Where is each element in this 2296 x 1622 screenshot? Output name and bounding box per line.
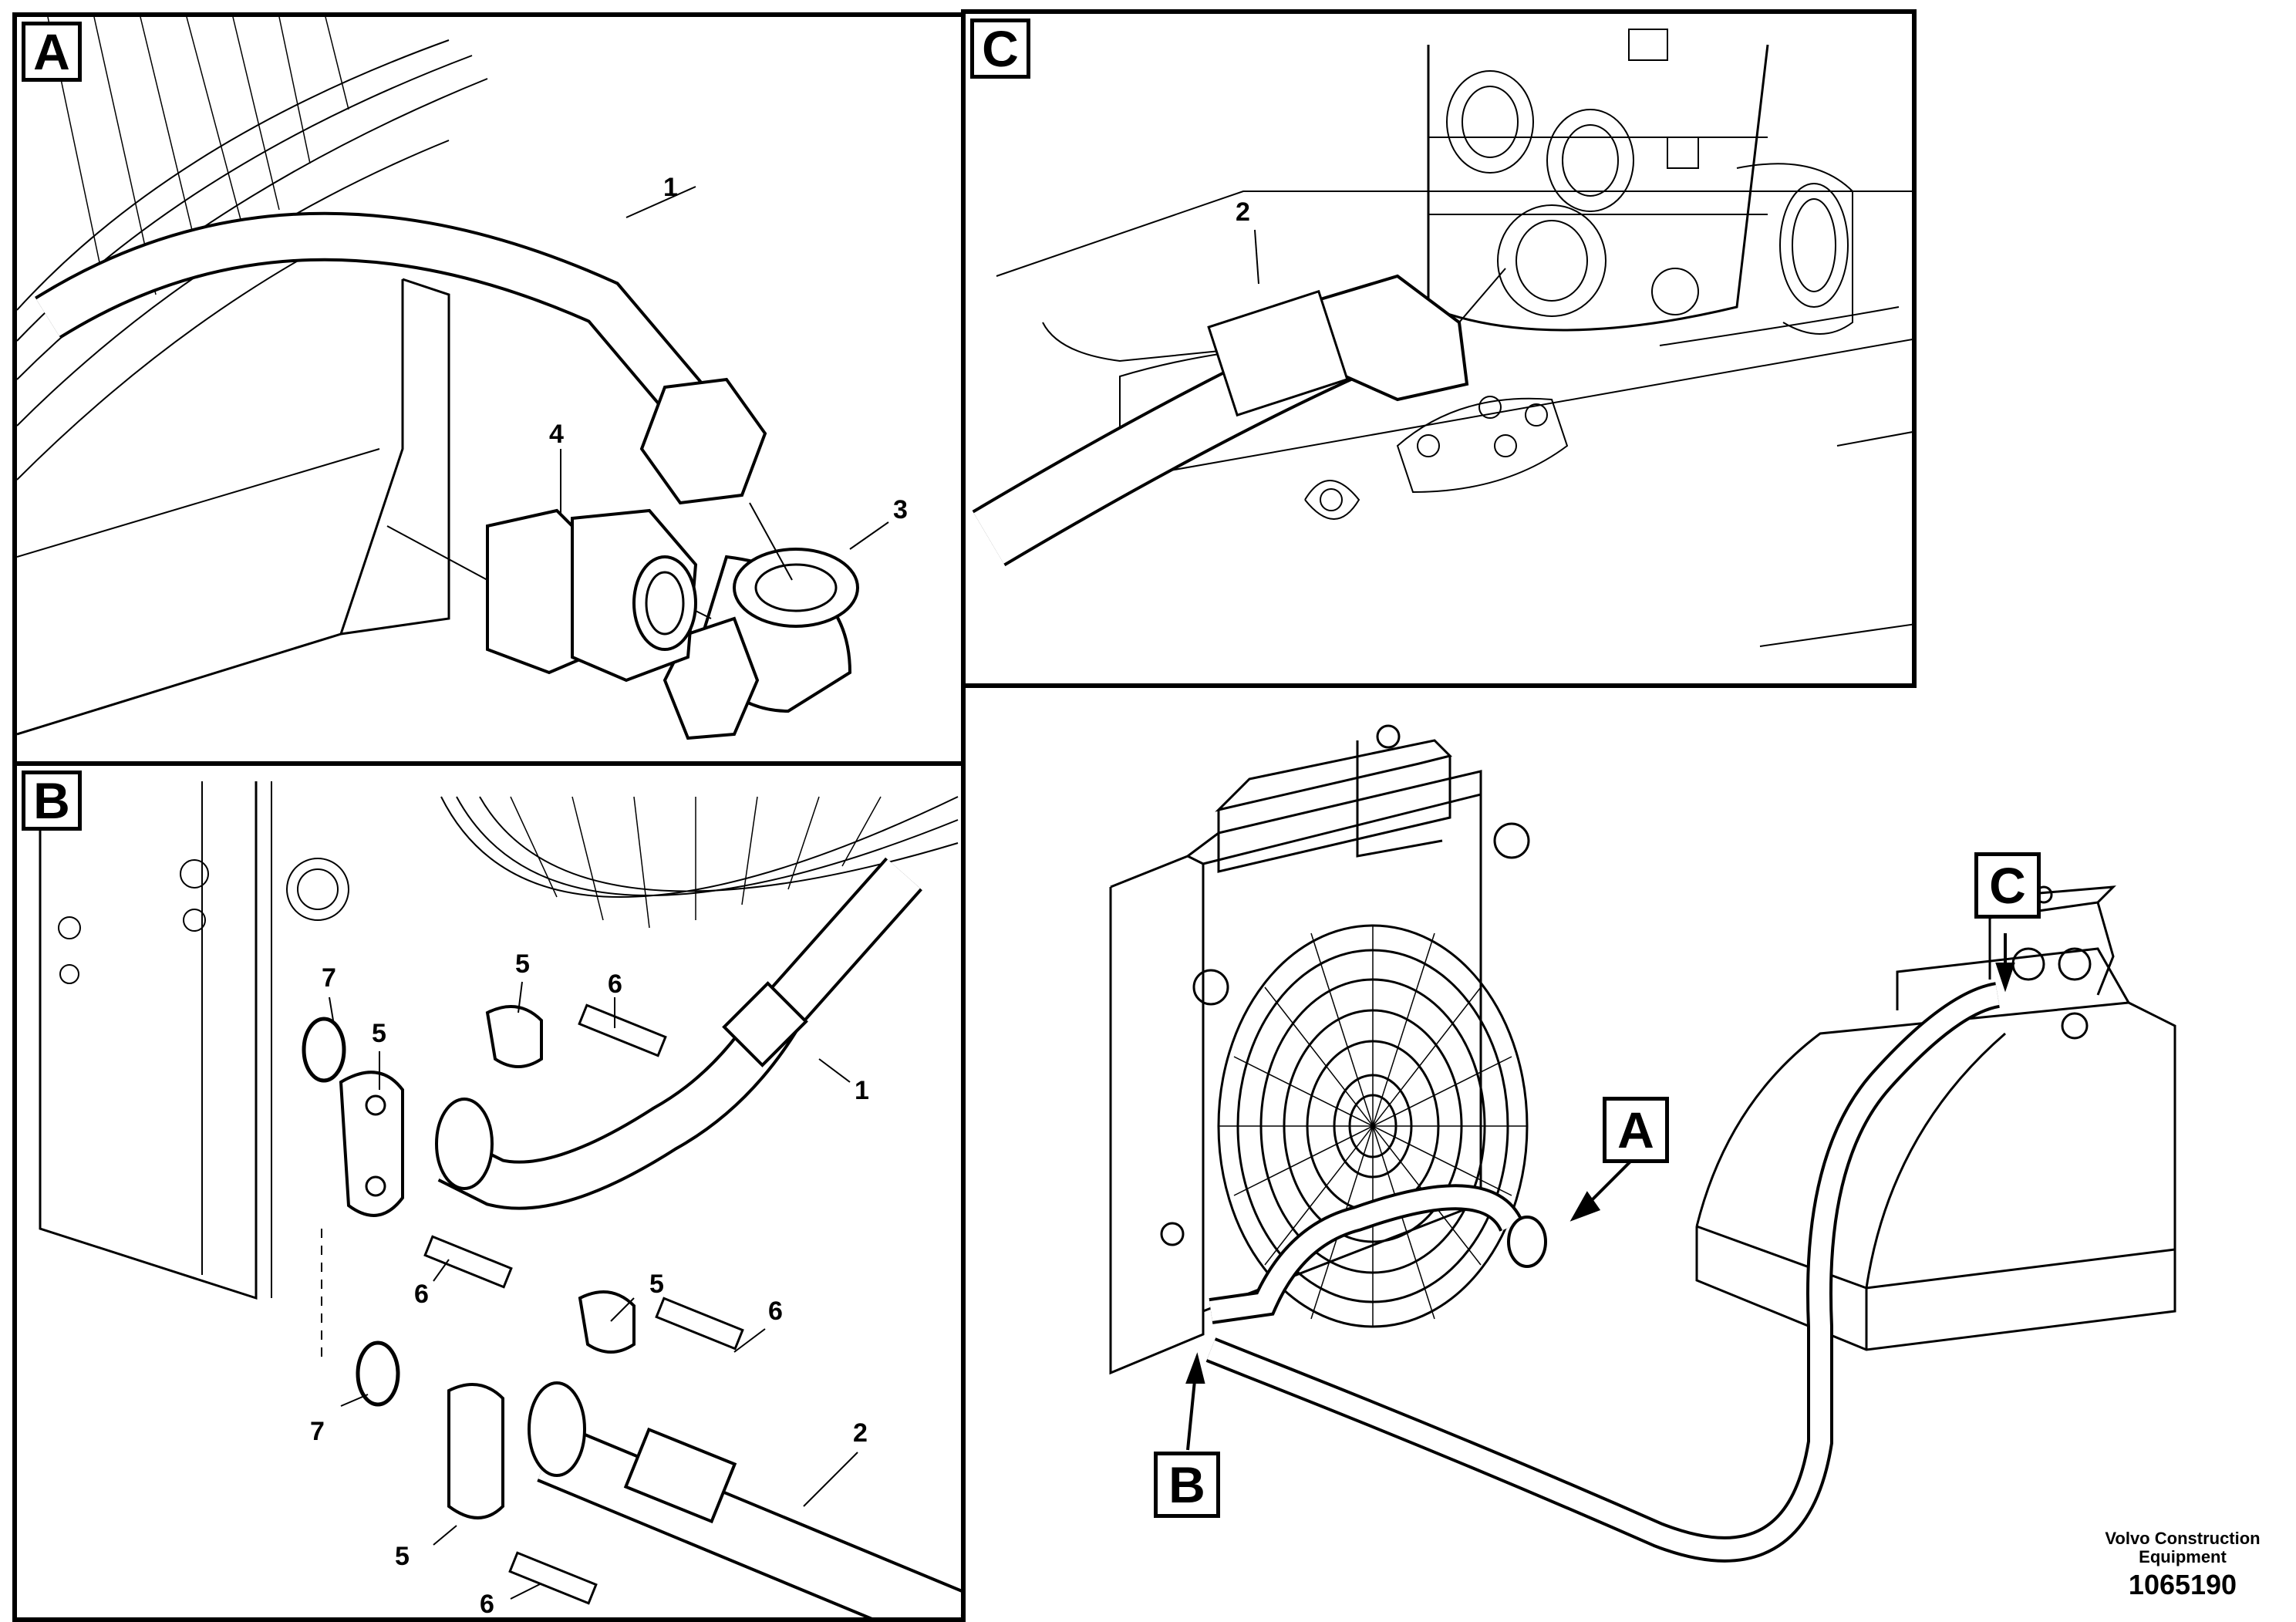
detail-panel-c: C 2 [961, 9, 1917, 688]
detail-c-drawing [972, 29, 1912, 647]
drawing-number: 1065190 [2128, 1569, 2237, 1600]
callout-a-1: 1 [663, 173, 678, 202]
callout-b-5-upper-right: 5 [515, 949, 530, 979]
panel-a-label: A [22, 22, 82, 82]
callout-b-6-lower-left: 6 [480, 1590, 494, 1619]
callout-b-6-upper-right: 6 [608, 969, 622, 999]
overview-tag-c: C [1974, 852, 2041, 919]
callout-b-6-upper-left: 6 [414, 1280, 429, 1309]
callout-b-7-lower: 7 [310, 1417, 325, 1446]
company-name-line1: Volvo Construction [2105, 1529, 2261, 1548]
callout-b-2: 2 [853, 1418, 868, 1448]
callout-b-6-lower-right: 6 [768, 1297, 783, 1326]
callout-b-7-upper: 7 [322, 963, 336, 993]
callout-b-5-lower-left: 5 [395, 1542, 410, 1571]
callout-b-5-lower-right: 5 [649, 1270, 664, 1299]
overview-tag-a: A [1603, 1097, 1669, 1163]
panel-b-label: B [22, 771, 82, 831]
overview-tag-b: B [1154, 1452, 1220, 1518]
callout-a-3: 3 [893, 495, 908, 524]
detail-b-drawing [39, 781, 961, 1617]
callout-c-2: 2 [1236, 197, 1250, 227]
detail-panel-a: A 1 4 3 [12, 12, 966, 766]
company-name-line2: Equipment [2139, 1547, 2227, 1566]
callout-b-1: 1 [855, 1076, 869, 1105]
callout-a-4: 4 [549, 420, 564, 449]
detail-panel-b: B 7 5 5 6 1 6 5 6 2 7 5 6 [12, 761, 966, 1622]
panel-c-label: C [970, 19, 1030, 79]
detail-a-drawing [17, 17, 889, 740]
callout-b-5-upper-left: 5 [372, 1019, 386, 1048]
